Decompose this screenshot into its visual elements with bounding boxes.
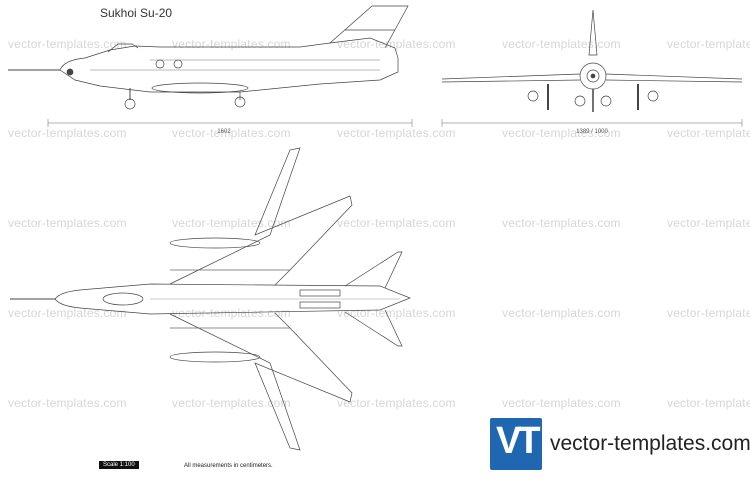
watermark-text: vector-templates.com [337, 216, 456, 230]
watermark-text: vector-templates.com [502, 126, 621, 140]
page-title: Sukhoi Su-20 [100, 6, 173, 20]
watermark-text: vector-templates.com [172, 216, 291, 230]
side-fuselage [59, 37, 399, 93]
watermark-text: vector-templates.com [8, 396, 127, 410]
watermark-text: vector-templates.com [502, 37, 621, 51]
side-drop-tank [151, 82, 249, 94]
scale-label: Scale 1:100 [99, 461, 139, 469]
top-drop-tank-upper [169, 237, 261, 249]
vt-logo-icon: VT [490, 418, 542, 470]
logo-mark: VT [496, 420, 541, 462]
watermark-text: vector-templates.com [8, 216, 127, 230]
side-view [8, 5, 409, 110]
watermark-text: vector-templates.com [667, 37, 750, 51]
watermark-text: vector-templates.com [502, 396, 621, 410]
watermark-text: vector-templates.com [502, 216, 621, 230]
top-canopy [102, 292, 144, 306]
watermark-text: vector-templates.com [502, 306, 621, 320]
watermark-text: vector-templates.com [667, 306, 750, 320]
top-lower-wing [169, 312, 353, 451]
measurement-note: All measurements in centimeters. [184, 463, 273, 469]
side-canopy [107, 43, 139, 53]
watermark-text: vector-templates.com [337, 396, 456, 410]
front-right-wing [605, 73, 743, 80]
side-dimension-line [47, 119, 413, 127]
watermark-text: vector-templates.com [8, 37, 127, 51]
watermark-text: vector-templates.com [667, 216, 750, 230]
side-dimension-label: 1602 [217, 129, 231, 135]
watermark-text: vector-templates.com [667, 126, 750, 140]
watermark-text: vector-templates.com [667, 396, 750, 410]
nose-wheel [124, 98, 136, 110]
watermark-text: vector-templates.com [172, 37, 291, 51]
top-fuselage [54, 283, 411, 315]
top-drop-tank-lower [169, 351, 261, 363]
front-dimension-line [441, 119, 743, 127]
top-upper-wing [169, 147, 353, 286]
watermark-text: vector-templates.com [337, 126, 456, 140]
watermark-text: vector-templates.com [172, 126, 291, 140]
front-dimension-label: 1389 / 1000 [576, 129, 608, 135]
front-left-wing [441, 73, 581, 80]
watermark-text: vector-templates.com [172, 396, 291, 410]
top-view [10, 147, 411, 451]
watermark-text: vector-templates.com [8, 126, 127, 140]
side-tail-fin [329, 5, 409, 49]
front-tail-fin [588, 9, 598, 56]
brand-text: vector-templates.com [550, 432, 750, 455]
top-lower-stabilizer [344, 309, 403, 347]
front-view [441, 9, 743, 112]
watermark-text: vector-templates.com [172, 306, 291, 320]
watermark-text: vector-templates.com [337, 37, 456, 51]
top-upper-stabilizer [344, 251, 403, 289]
watermark-text: vector-templates.com [337, 306, 456, 320]
main-wheel [234, 96, 246, 108]
